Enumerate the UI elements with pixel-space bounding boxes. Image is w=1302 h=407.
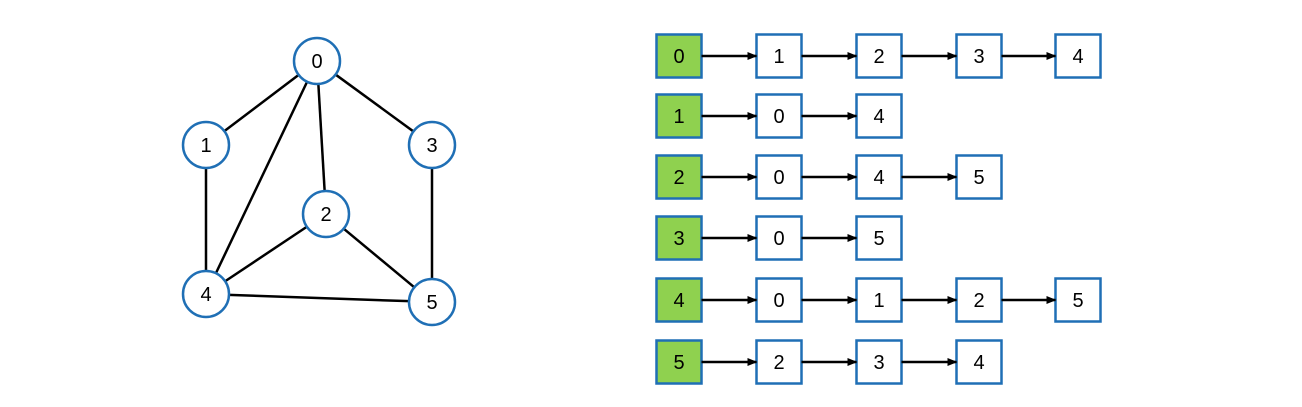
adjacency-row-0: 0 1 2 3 4 xyxy=(655,33,1102,79)
adjacency-neighbor-label: 5 xyxy=(1072,290,1083,312)
adjacency-neighbor-label: 0 xyxy=(773,290,784,312)
adjacency-neighbor-box xyxy=(855,339,903,385)
adjacency-neighbor-label: 1 xyxy=(773,46,784,68)
adjacency-neighbor-box xyxy=(955,154,1003,200)
graph-node-4: 4 xyxy=(181,269,231,319)
graph-edge-0-1 xyxy=(223,73,300,133)
adjacency-head-label: 3 xyxy=(673,228,684,250)
graph-edge-2-4 xyxy=(224,225,308,283)
adjacency-row-5: 5 2 3 4 xyxy=(655,339,1003,385)
graph-node-circle xyxy=(181,269,231,319)
adjacency-neighbor-label: 0 xyxy=(773,228,784,250)
graph-node-circle xyxy=(407,120,457,170)
adjacency-neighbor-label: 4 xyxy=(873,106,884,128)
adjacency-head-label: 0 xyxy=(673,46,684,68)
adjacency-neighbor-box xyxy=(755,93,803,139)
adjacency-neighbor-box xyxy=(855,93,903,139)
adjacency-neighbor-box xyxy=(855,277,903,323)
adjacency-neighbor-box xyxy=(855,33,903,79)
graph-node-label: 3 xyxy=(426,135,437,157)
adjacency-neighbor-label: 0 xyxy=(773,106,784,128)
graph-edge-0-4 xyxy=(214,81,309,274)
graph-node-label: 2 xyxy=(320,204,331,226)
graph-node-5: 5 xyxy=(407,277,457,327)
adjacency-neighbor-label: 2 xyxy=(773,352,784,374)
adjacency-head-box xyxy=(655,93,703,139)
graph-edge-0-2 xyxy=(317,83,326,192)
adjacency-row-1: 1 0 4 xyxy=(655,93,903,139)
adjacency-neighbor-box xyxy=(755,154,803,200)
adjacency-neighbor-label: 1 xyxy=(873,290,884,312)
adjacency-neighbor-label: 4 xyxy=(973,352,984,374)
adjacency-neighbor-label: 5 xyxy=(973,167,984,189)
adjacency-neighbor-label: 2 xyxy=(973,290,984,312)
graph-node-circle xyxy=(292,36,342,86)
graph-node-label: 5 xyxy=(426,292,437,314)
adjacency-neighbor-label: 4 xyxy=(1072,46,1083,68)
graph-node-circle xyxy=(301,189,351,239)
graph-node-1: 1 xyxy=(181,120,231,170)
adjacency-neighbor-label: 4 xyxy=(873,167,884,189)
adjacency-head-box xyxy=(655,154,703,200)
graph-edge-2-5 xyxy=(342,227,416,289)
graph-node-label: 0 xyxy=(311,51,322,73)
adjacency-head-label: 1 xyxy=(673,106,684,128)
adjacency-neighbor-box xyxy=(755,339,803,385)
graph-node-0: 0 xyxy=(292,36,342,86)
graph-node-circle xyxy=(407,277,457,327)
adjacency-row-3: 3 0 5 xyxy=(655,215,903,261)
adjacency-neighbor-label: 0 xyxy=(773,167,784,189)
adjacency-head-box xyxy=(655,215,703,261)
graph-edges xyxy=(204,73,434,303)
adjacency-neighbor-label: 5 xyxy=(873,228,884,250)
adjacency-neighbor-box xyxy=(1054,277,1102,323)
adjacency-head-label: 2 xyxy=(673,167,684,189)
adjacency-neighbor-label: 3 xyxy=(873,352,884,374)
graph-edge-4-5 xyxy=(228,293,410,303)
graph-node-label: 4 xyxy=(200,284,211,306)
graph-node-circle xyxy=(181,120,231,170)
graph-node-3: 3 xyxy=(407,120,457,170)
adjacency-row-4: 4 0 1 2 5 xyxy=(655,277,1102,323)
adjacency-head-box xyxy=(655,339,703,385)
graph-edge-0-3 xyxy=(334,73,415,133)
adjacency-head-label: 5 xyxy=(673,352,684,374)
graph-nodes: 0 1 2 3 4 5 xyxy=(181,36,457,327)
adjacency-head-label: 4 xyxy=(673,290,684,312)
adjacency-neighbor-label: 3 xyxy=(973,46,984,68)
graph-node-2: 2 xyxy=(301,189,351,239)
graph-node-label: 1 xyxy=(200,135,211,157)
adjacency-neighbor-label: 2 xyxy=(873,46,884,68)
